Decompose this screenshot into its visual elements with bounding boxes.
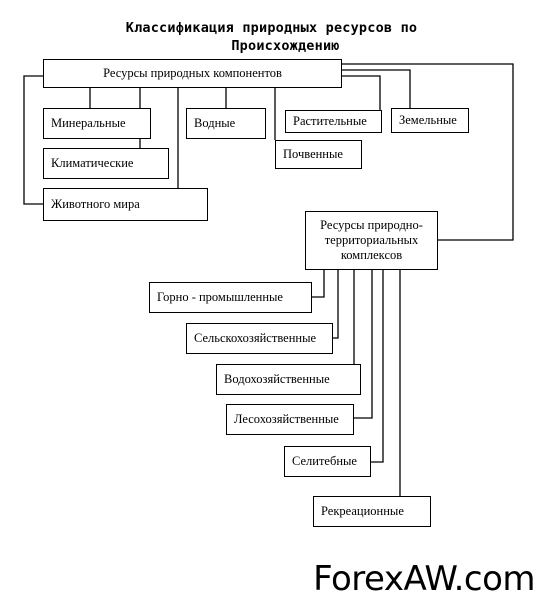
node-mining: Горно - промышленные bbox=[149, 282, 312, 313]
node-agricultural: Сельскохозяйственные bbox=[186, 323, 333, 354]
connector-residential bbox=[371, 270, 384, 463]
diagram-title-line2: Происхождению bbox=[231, 38, 340, 54]
node-residential: Селитебные bbox=[284, 446, 371, 477]
node-water-economic: Водохозяйственные bbox=[216, 364, 361, 395]
node-territorial-complexes: Ресурсы природно- территориальных компле… bbox=[305, 211, 438, 270]
connector-complexes bbox=[342, 63, 514, 241]
connector-land bbox=[342, 69, 411, 108]
node-recreational: Рекреационные bbox=[313, 496, 431, 527]
node-natural-components: Ресурсы природных компонентов bbox=[43, 59, 342, 88]
node-mineral: Минеральные bbox=[43, 108, 151, 139]
node-climatic: Климатические bbox=[43, 148, 169, 179]
connector-animal bbox=[23, 75, 43, 205]
watermark: ForexAW.com bbox=[313, 559, 535, 599]
connector-vegetable bbox=[342, 75, 381, 110]
node-vegetable: Растительные bbox=[285, 110, 382, 133]
connector-forestry bbox=[354, 270, 373, 419]
node-soil: Почвенные bbox=[275, 140, 362, 169]
connector-mining bbox=[312, 270, 325, 298]
connector-water-economic bbox=[353, 270, 361, 380]
node-animal: Животного мира bbox=[43, 188, 208, 221]
diagram-title-line1: Классификация природных ресурсов по bbox=[125, 20, 418, 36]
connector-agricultural bbox=[333, 270, 339, 339]
complexes-line3: комплексов bbox=[340, 248, 403, 262]
node-forestry: Лесохозяйственные bbox=[226, 404, 354, 435]
complexes-line2: территориальных bbox=[324, 233, 419, 247]
node-land: Земельные bbox=[391, 108, 469, 133]
complexes-line1: Ресурсы природно- bbox=[320, 218, 423, 232]
node-water: Водные bbox=[186, 108, 266, 139]
